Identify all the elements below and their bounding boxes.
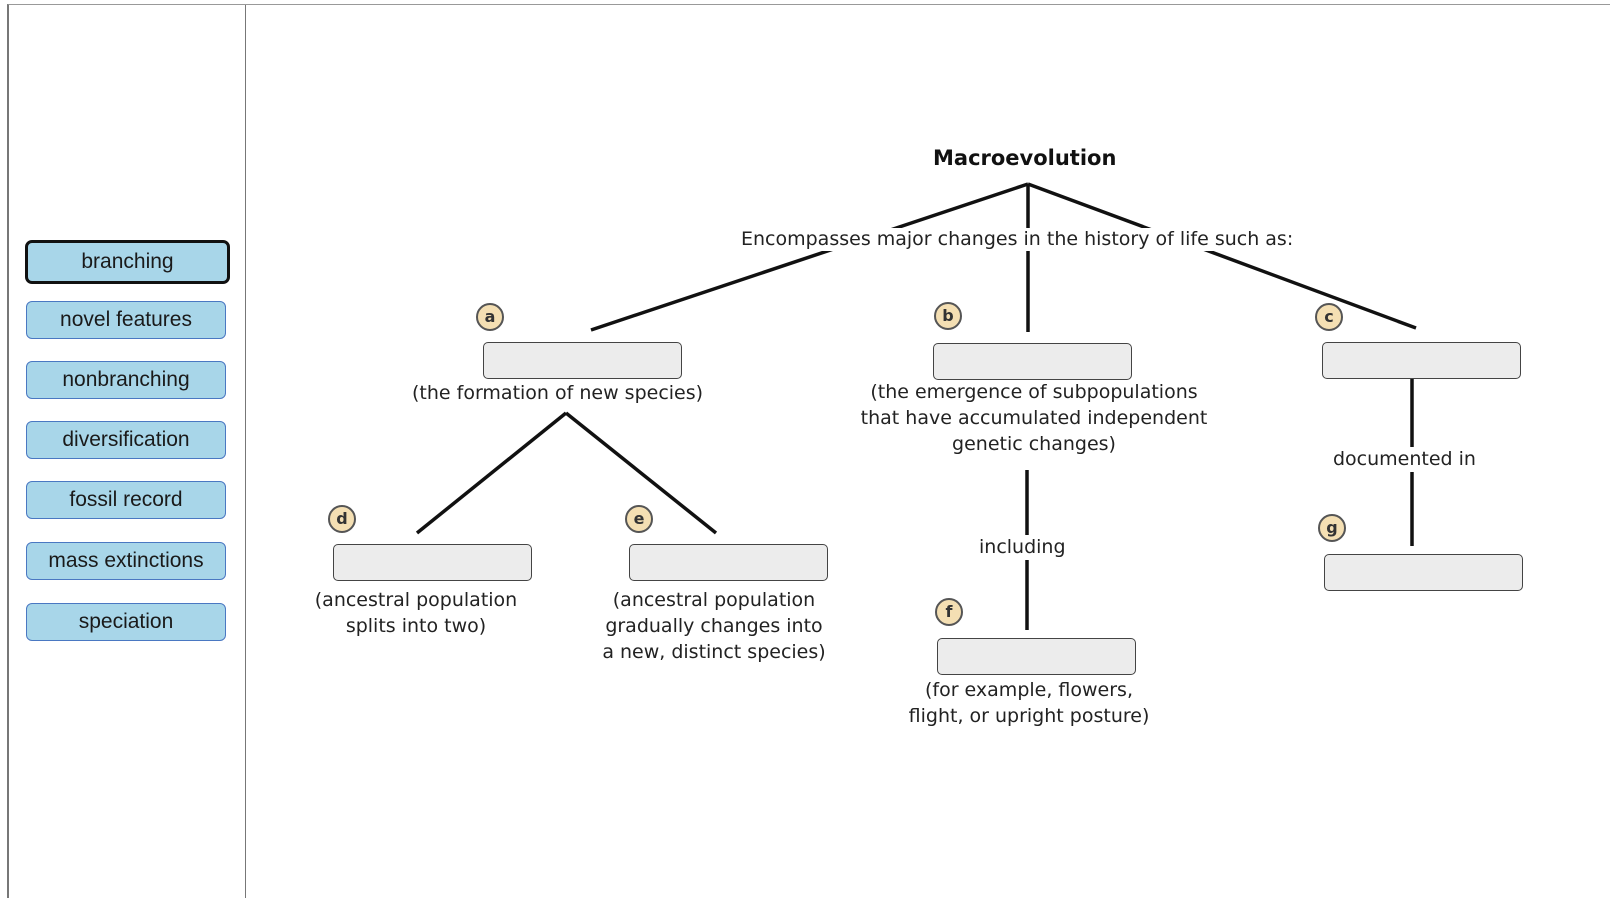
line-a-to-d [415, 411, 568, 535]
description-d-line-2: splits into two) [345, 615, 487, 637]
description-e-line-2: gradually changes into [605, 615, 823, 637]
connector-encompasses: Encompasses major changes in the history… [738, 228, 1297, 251]
word-bank-panel [9, 5, 246, 898]
description-d-line-1: (ancestral population [314, 589, 518, 611]
chip-branching[interactable]: branching [25, 240, 230, 284]
description-b: (the emergence of subpopulations that ha… [838, 379, 1230, 457]
badge-c: c [1315, 303, 1343, 331]
drop-target-d[interactable] [333, 544, 532, 581]
description-f-line-1: (for example, flowers, [924, 679, 1133, 701]
description-e-line-1: (ancestral population [612, 589, 816, 611]
description-e: (ancestral population gradually changes … [584, 587, 844, 665]
description-b-line-2: that have accumulated independent [860, 407, 1208, 429]
drop-target-g[interactable] [1324, 554, 1523, 591]
badge-g: g [1318, 514, 1346, 542]
chip-fossil-record[interactable]: fossil record [26, 481, 226, 519]
chip-novel-features[interactable]: novel features [26, 301, 226, 339]
chip-nonbranching[interactable]: nonbranching [26, 361, 226, 399]
description-f-line-2: flight, or upright posture) [908, 705, 1150, 727]
line-root-to-c [1027, 182, 1417, 330]
badge-f: f [935, 598, 963, 626]
drop-target-e[interactable] [629, 544, 828, 581]
badge-a: a [476, 303, 504, 331]
chip-speciation[interactable]: speciation [26, 603, 226, 641]
description-f: (for example, flowers, flight, or uprigh… [886, 677, 1172, 729]
description-b-line-1: (the emergence of subpopulations [870, 381, 1198, 403]
drop-target-c[interactable] [1322, 342, 1521, 379]
connector-including: including [977, 535, 1068, 560]
chip-mass-extinctions[interactable]: mass extinctions [26, 542, 226, 580]
connector-documented-in: documented in [1331, 447, 1478, 472]
activity-frame [7, 4, 1610, 898]
description-b-line-3: genetic changes) [952, 433, 1116, 455]
description-e-line-3: a new, distinct species) [602, 641, 826, 663]
map-title: Macroevolution [933, 146, 1117, 170]
drop-target-a[interactable] [483, 342, 682, 379]
drop-target-b[interactable] [933, 343, 1132, 380]
description-d: (ancestral population splits into two) [298, 587, 534, 639]
badge-d: d [328, 505, 356, 533]
description-a: (the formation of new species) [412, 382, 704, 404]
drop-target-f[interactable] [937, 638, 1136, 675]
badge-b: b [934, 302, 962, 330]
chip-diversification[interactable]: diversification [26, 421, 226, 459]
line-root-to-a [590, 182, 1029, 332]
line-a-to-e [564, 411, 718, 535]
badge-e: e [625, 505, 653, 533]
